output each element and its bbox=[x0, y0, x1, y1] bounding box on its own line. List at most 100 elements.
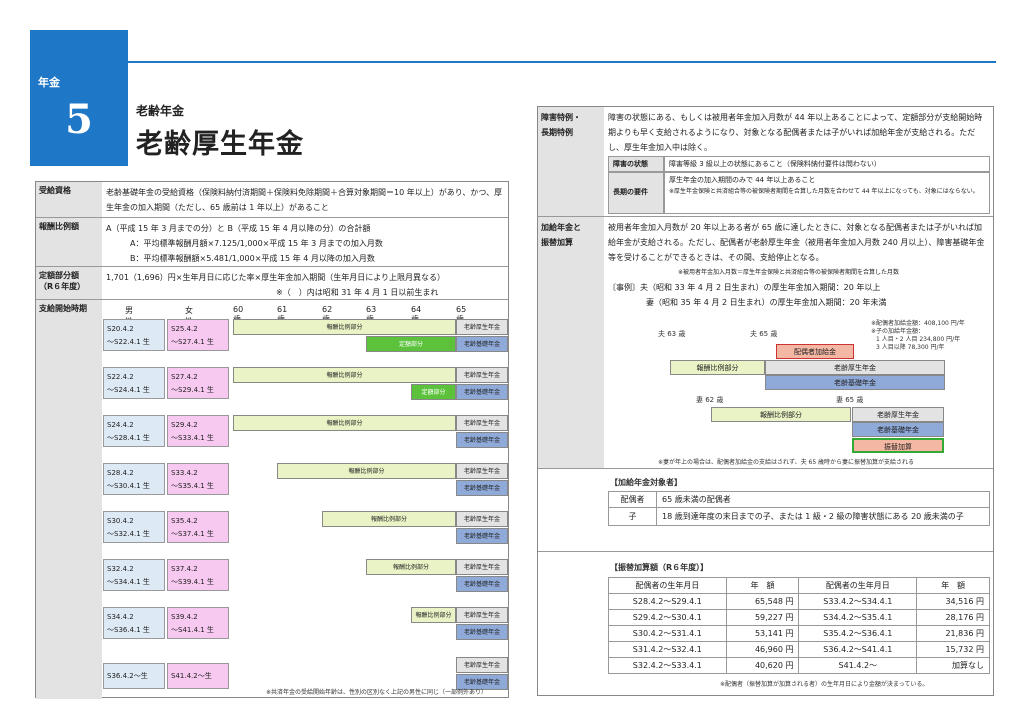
cond2-text: 厚生年金の加入期間のみで 44 年以上あること bbox=[669, 176, 816, 184]
female-birth-range: S41.4.2～生 bbox=[167, 663, 229, 689]
female-from: S25.4.2 bbox=[171, 325, 198, 333]
male-birth-range: S32.4.2～S34.4.1 生 bbox=[103, 559, 165, 591]
date-range-cell: S28.4.2～S29.4.1 bbox=[608, 593, 727, 610]
male-to: ～S28.4.1 生 bbox=[107, 434, 150, 442]
eligibility-label: 受給資格 bbox=[36, 182, 102, 217]
female-to: ～S33.4.1 生 bbox=[171, 434, 214, 442]
column-header: 年 額 bbox=[725, 577, 800, 594]
male-from: S28.4.2 bbox=[107, 469, 134, 477]
wife-proportional-bar: 報酬比例部分 bbox=[711, 407, 851, 422]
male-birth-range: S20.4.2～S22.4.1 生 bbox=[103, 319, 165, 351]
page-subtitle: 老齢年金 bbox=[136, 104, 185, 118]
female-birth-range: S25.4.2 ～S27.4.1 生 bbox=[167, 319, 229, 351]
wife-62: 妻 62 歳 bbox=[696, 396, 724, 404]
female-from: S27.4.2 bbox=[171, 373, 198, 381]
fixed-line2: ※（ ）内は昭和 31 年 4 月 1 日以前生まれ bbox=[276, 288, 439, 297]
page-title: 老齢厚生年金 bbox=[136, 129, 304, 160]
male-birth-range: S24.4.2 ～S28.4.1 生 bbox=[103, 415, 165, 447]
proportional-line2: A：平均標準報酬月額×7.125/1,000×平成 15 年 3 月までの加入月… bbox=[130, 239, 383, 248]
amount-cell: 53,141 円 bbox=[725, 625, 800, 642]
kiso-label: 老齢基礎年金 bbox=[456, 480, 508, 496]
kiso-label: 老齢基礎年金 bbox=[456, 674, 508, 690]
kiso-label: 老齢基礎年金 bbox=[456, 576, 508, 592]
target-desc: 18 歳到達年度の末日までの子、または 1 級・2 級の障害状態にある 20 歳… bbox=[656, 507, 990, 526]
column-header: 年 額 bbox=[916, 577, 990, 594]
kiso-label: 老齢基礎年金 bbox=[456, 528, 508, 544]
female-birth-range: S35.4.2～S37.4.1 生 bbox=[167, 511, 229, 543]
schedule-label: 支給開始時期 bbox=[36, 300, 102, 699]
example-line2: 妻（昭和 35 年 4 月 2 日生まれ）の厚生年金加入期間：20 年未満 bbox=[646, 298, 887, 307]
fixed-line1: 1,701（1,696）円×生年月日に応じた率×厚生年金加入期間（生年月日により… bbox=[106, 273, 446, 282]
kosei-label: 老齢厚生年金 bbox=[456, 319, 508, 335]
proportional-row: 報酬比例額 A（平成 15 年 3 月までの分）と B（平成 15 年 4 月以… bbox=[36, 218, 508, 267]
male-birth-range: S28.4.2～S30.4.1 生 bbox=[103, 463, 165, 495]
male-to: ～S24.4.1 生 bbox=[107, 386, 150, 394]
husband-proportional-bar: 報酬比例部分 bbox=[670, 360, 765, 375]
proportional-bar: 報酬比例部分 bbox=[366, 559, 456, 575]
date-range-cell: S29.4.2～S30.4.1 bbox=[608, 609, 727, 626]
male-from: S24.4.2 bbox=[107, 421, 134, 429]
column-header: 配偶者の生年月日 bbox=[798, 577, 918, 594]
amount-cell: 15,732 円 bbox=[916, 641, 990, 658]
targets-title: 【加給年金対象者】 bbox=[610, 478, 682, 487]
proportional-bar: 報酬比例部分 bbox=[411, 607, 456, 623]
category-label: 年金 bbox=[38, 76, 60, 89]
kosei-label: 老齢厚生年金 bbox=[456, 657, 508, 673]
schedule-row: 支給開始時期 男性 女性 60 歳61 歳62 歳63 歳64 歳65 歳S20… bbox=[36, 300, 508, 699]
female-birth-range: S37.4.2～S39.4.1 生 bbox=[167, 559, 229, 591]
disability-label: 障害特例・ bbox=[541, 113, 581, 122]
example-line1: 〔事例〕夫（昭和 33 年 4 月 2 日生まれ）の厚生年金加入期間：20 年以… bbox=[608, 283, 881, 292]
addition-label: 加給年金と bbox=[541, 223, 581, 232]
male-to: ～S36.4.1 生 bbox=[107, 626, 150, 634]
schedule-note: ※共済年金の受給開始年齢は、性別の区別なく上記の男性に同じ（一部例外あり） bbox=[266, 689, 488, 696]
furikae-bar: 振替加算 bbox=[852, 438, 944, 453]
target-type: 子 bbox=[608, 507, 657, 526]
left-panel: 受給資格 老齢基礎年金の受給資格（保険料納付済期間＋保険料免除期間＋合算対象期間… bbox=[35, 181, 509, 699]
note-child-3: 3 人目以降 78,300 円/年 bbox=[876, 344, 945, 351]
wife-kosei-bar: 老齢厚生年金 bbox=[852, 407, 944, 422]
note-child-1-2: 1 人目・2 人目 234,800 円/年 bbox=[876, 336, 961, 343]
kosei-label: 老齢厚生年金 bbox=[456, 367, 508, 383]
table-header-row: 配偶者の生年月日年 額配偶者の生年月日年 額 bbox=[608, 577, 990, 594]
husband-63: 夫 63 歳 bbox=[658, 330, 686, 338]
proportional-bar: 報酬比例部分 bbox=[233, 367, 456, 383]
male-from: S34.4.2 bbox=[107, 613, 134, 621]
female-from: S29.4.2 bbox=[171, 421, 198, 429]
husband-kiso-bar: 老齢基礎年金 bbox=[765, 375, 945, 390]
cond2-label: 長期の要件 bbox=[608, 172, 664, 214]
kiso-label: 老齢基礎年金 bbox=[456, 432, 508, 448]
target-type: 配偶者 bbox=[608, 491, 657, 508]
fixed-label: 定額部分額 bbox=[39, 271, 79, 280]
proportional-bar: 報酬比例部分 bbox=[233, 319, 456, 335]
kosei-label: 老齢厚生年金 bbox=[456, 559, 508, 575]
male-from: S32.4.2 bbox=[107, 565, 134, 573]
date-range-cell: S31.4.2～S32.4.1 bbox=[608, 641, 727, 658]
proportional-line1: A（平成 15 年 3 月までの分）と B（平成 15 年 4 月以降の分）の合… bbox=[106, 224, 371, 233]
amount-cell: 28,176 円 bbox=[916, 609, 990, 626]
fixed-bar: 定額部分 bbox=[366, 336, 456, 352]
addition-text: 被用者年金加入月数が 20 年以上ある者が 65 歳に達したときに、対象となる配… bbox=[608, 223, 985, 262]
wife-65: 妻 65 歳 bbox=[836, 396, 864, 404]
section-number: 5 bbox=[65, 96, 93, 143]
date-range-cell: S30.4.2～S31.4.1 bbox=[608, 625, 727, 642]
male-birth-range: S22.4.2～S24.4.1 生 bbox=[103, 367, 165, 399]
addition-row: 加給年金と 振替加算 被用者年金加入月数が 20 年以上ある者が 65 歳に達し… bbox=[538, 217, 993, 469]
female-to: ～S37.4.1 生 bbox=[171, 530, 214, 538]
spouse-addon-bar: 配偶者加給金 bbox=[776, 344, 854, 359]
female-to: ～S41.4.1 生 bbox=[171, 626, 214, 634]
header-rule bbox=[128, 61, 996, 63]
kiso-label: 老齢基礎年金 bbox=[456, 624, 508, 640]
female-to: ～S27.4.1 生 bbox=[171, 338, 214, 346]
female-birth-range: S39.4.2～S41.4.1 生 bbox=[167, 607, 229, 639]
husband-kosei-bar: 老齢厚生年金 bbox=[765, 360, 945, 375]
proportional-line3: B：平均標準報酬額×5.481/1,000×平成 15 年 4 月以降の加入月数 bbox=[130, 254, 375, 263]
diagram-footnote: ※妻が年上の場合は、配偶者加給金の支給はされず、夫 65 歳時から妻に振替加算が… bbox=[658, 459, 915, 466]
